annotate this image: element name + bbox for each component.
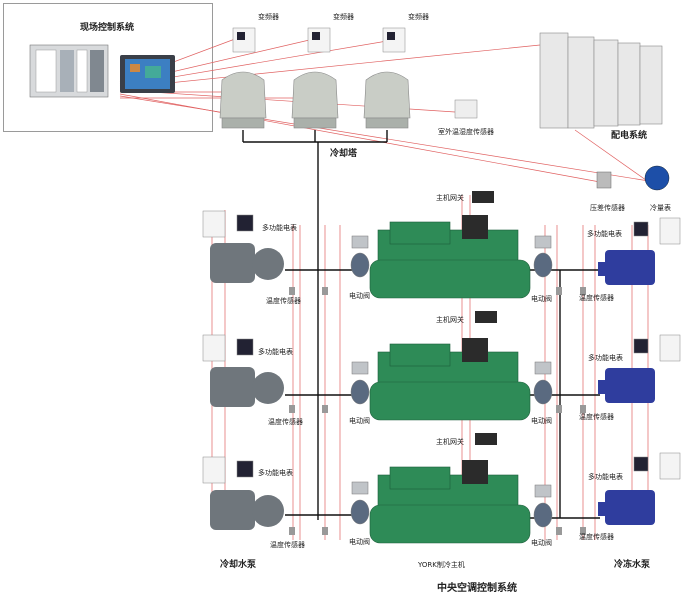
electric-valves	[350, 235, 553, 528]
cooling-towers	[219, 71, 411, 129]
control-system-label: 现场控制系统	[80, 23, 135, 33]
flow-meter-device	[644, 165, 670, 191]
chilled-pump-meter-label-3: 多功能电表	[588, 473, 623, 481]
cooling-pump-meters	[202, 210, 254, 484]
york-chillers	[369, 221, 531, 544]
chiller-switch-label-3: 主机网关	[436, 438, 464, 446]
temp-sensor-label-3: 温度传感器	[270, 541, 305, 549]
touch-panel	[120, 55, 175, 93]
cooling-pumps	[210, 243, 284, 530]
power-cabinets	[539, 32, 663, 129]
temp-sensor-label-6: 温度传感器	[579, 533, 614, 541]
temp-sensor-label-5: 温度传感器	[579, 413, 614, 421]
chilled-pump-label: 冷冻水泵	[614, 560, 651, 570]
valve-label-6: 电动阀	[531, 539, 552, 547]
valve-label-3: 电动阀	[349, 538, 370, 546]
diagram-title: 中央空调控制系统	[437, 583, 517, 594]
chilled-pump-meters	[633, 217, 681, 480]
chilled-pump-meter-label-2: 多功能电表	[588, 354, 623, 362]
cooling-tower-label: 冷却塔	[330, 149, 358, 159]
valve-label-2: 电动阀	[349, 417, 370, 425]
outdoor-sensor-device	[454, 99, 478, 119]
cooling-pump-meter-label-3: 多功能电表	[258, 469, 293, 477]
water-pipes	[242, 130, 600, 520]
cooling-pump-meter-label-1: 多功能电表	[262, 224, 297, 232]
chiller-label: YORK制冷主机	[418, 561, 465, 569]
flow-meter-label: 冷量表	[650, 204, 671, 212]
inverter-label-3: 变频器	[408, 13, 429, 21]
cooling-pump-meter-label-2: 多功能电表	[258, 348, 293, 356]
inverter-label-2: 变频器	[333, 13, 354, 21]
plc-controller	[29, 44, 109, 98]
power-distribution-label: 配电系统	[611, 131, 648, 141]
inverter-label-1: 变频器	[258, 13, 279, 21]
chiller-gateways	[462, 191, 497, 484]
chilled-pumps	[598, 250, 655, 525]
outdoor-sensor-label: 室外温湿度传感器	[438, 128, 494, 136]
valve-label-4: 电动阀	[531, 295, 552, 303]
pressure-sensor-device	[596, 171, 612, 189]
valve-label-1: 电动阀	[349, 292, 370, 300]
pressure-sensor-label: 压差传感器	[590, 204, 625, 212]
temperature-sensors	[289, 287, 586, 535]
valve-label-5: 电动阀	[531, 417, 552, 425]
temp-sensor-label-1: 温度传感器	[266, 297, 301, 305]
chilled-pump-meter-label-1: 多功能电表	[587, 230, 622, 238]
inverter-devices	[232, 27, 406, 53]
chiller-switch-label-2: 主机网关	[436, 316, 464, 324]
temp-sensor-label-4: 温度传感器	[579, 294, 614, 302]
chiller-switch-label-1: 主机网关	[436, 194, 464, 202]
cooling-pump-label: 冷却水泵	[220, 560, 257, 570]
temp-sensor-label-2: 温度传感器	[268, 418, 303, 426]
